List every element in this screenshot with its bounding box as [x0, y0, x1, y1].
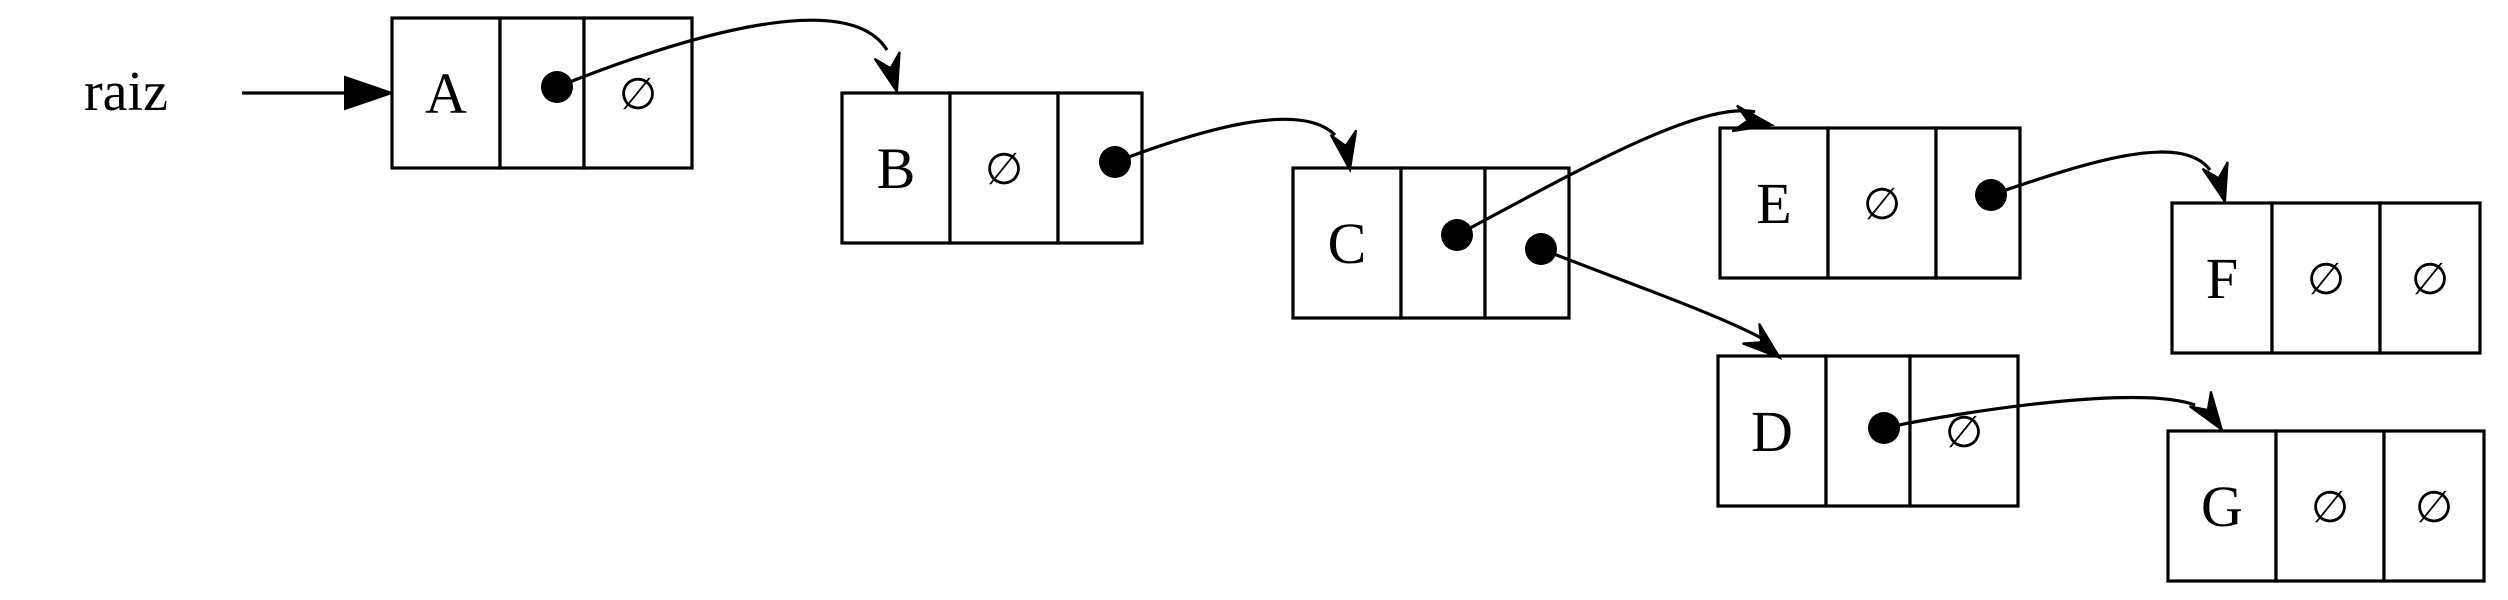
edge-c-to-d [1540, 247, 1766, 342]
tree-node-a: A∅ [390, 16, 694, 170]
node-g-right-cell [2382, 429, 2486, 583]
root-arrowhead [344, 75, 396, 111]
arrowhead [873, 51, 901, 95]
node-e-left-cell [1826, 126, 1938, 280]
tree-node-e: E∅ [1718, 126, 2022, 280]
arrowhead [2201, 161, 2229, 205]
node-g-label: G [2201, 474, 2243, 539]
node-d-key-cell [1716, 354, 1828, 508]
null-pointer-symbol: ∅ [619, 69, 657, 120]
node-c-left-cell [1399, 166, 1487, 320]
tree-node-d: D∅ [1716, 354, 2020, 508]
node-b-key-cell [840, 91, 952, 245]
edges-layer [556, 18, 2229, 433]
tree-node-f: F ∅ ∅ [2170, 201, 2482, 355]
node-d-label: D [1751, 399, 1793, 464]
tree-node-g: G ∅ ∅ [2166, 429, 2486, 583]
null-pointer-symbol: ∅ [985, 144, 1023, 195]
root-pointer: raiz [84, 61, 396, 123]
edge-e-to-f [1990, 150, 2212, 197]
tree-node-b: B∅ [840, 91, 1144, 245]
edge-b-to-c [1114, 117, 1337, 164]
nodes-layer: A∅B∅CE∅F∅∅D∅G∅∅ [390, 16, 2486, 583]
node-d-right-cell [1908, 354, 2020, 508]
node-b-left-cell [948, 91, 1060, 245]
node-c-key-cell [1291, 166, 1403, 320]
null-pointer-symbol: ∅ [2415, 482, 2453, 533]
node-e-label: E [1756, 171, 1791, 236]
null-pointer-symbol: ∅ [2411, 254, 2449, 305]
node-f-label: F [2206, 246, 2238, 311]
root-label: raiz [84, 61, 168, 123]
node-a-label: A [425, 61, 467, 126]
arrowhead [1329, 129, 1358, 174]
node-f-key-cell [2170, 201, 2274, 355]
arrowhead [1731, 104, 1776, 133]
null-pointer-symbol: ∅ [2311, 482, 2349, 533]
node-a-right-cell [582, 16, 694, 170]
edge-d-to-g [1883, 396, 2196, 430]
null-pointer-symbol: ∅ [2307, 254, 2345, 305]
node-f-right-cell [2378, 201, 2482, 355]
arrowhead [1742, 323, 1783, 360]
null-pointer-symbol: ∅ [1863, 179, 1901, 230]
node-g-key-cell [2166, 429, 2278, 583]
tree-node-c: C [1291, 166, 1571, 320]
edge-c-to-e [1456, 109, 1756, 237]
node-b-label: B [877, 136, 916, 201]
node-c-label: C [1328, 211, 1367, 276]
arrowhead [2189, 391, 2224, 433]
edge-a-to-b [556, 18, 889, 89]
